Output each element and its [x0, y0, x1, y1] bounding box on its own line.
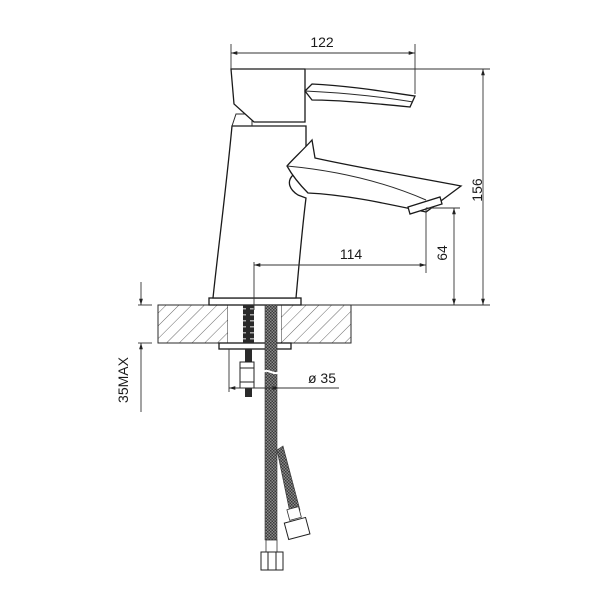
dim-hole-diameter: ø 35 — [308, 370, 336, 386]
dim-overall-height: 156 — [469, 178, 485, 202]
dim-spout-reach: 114 — [340, 246, 363, 262]
countertop-section — [157, 304, 352, 344]
dim-spout-clearance: 64 — [434, 245, 450, 261]
dim-overall-depth: 122 — [310, 34, 334, 50]
supply-hoses — [260, 304, 311, 571]
mounting-hardware — [218, 305, 292, 397]
dim-max-countertop: 35MAX — [115, 356, 131, 403]
faucet-body — [208, 68, 463, 306]
dimension-lines — [138, 44, 490, 412]
